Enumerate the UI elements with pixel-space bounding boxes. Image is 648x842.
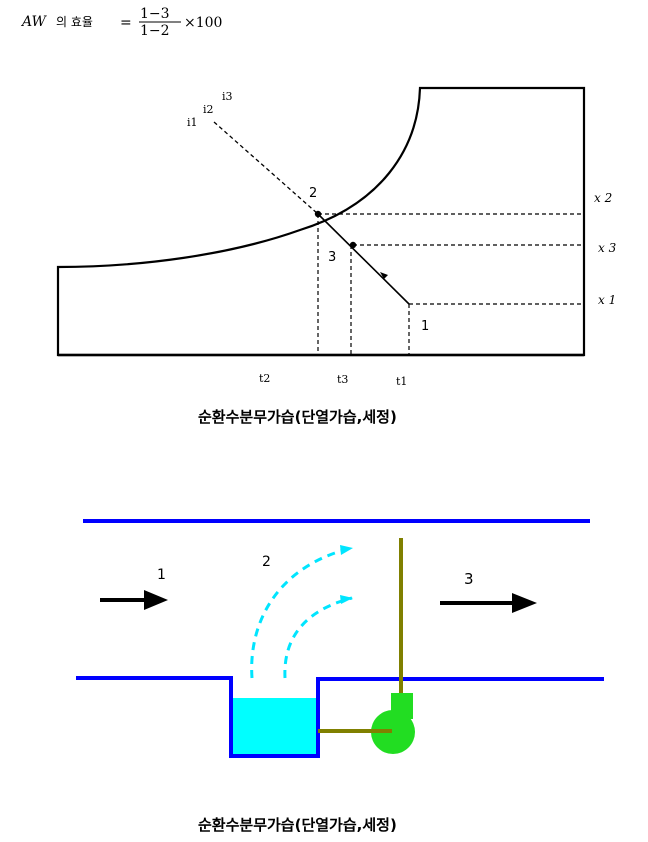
spray-arrow-inner	[340, 595, 353, 604]
formula-denominator: 1−2	[140, 23, 170, 39]
state-label-2: 2	[262, 554, 271, 570]
state-point-2	[314, 210, 322, 218]
humidity-label-x3: x 3	[598, 241, 617, 255]
process-line	[317, 213, 410, 305]
process-arrow-head	[380, 272, 388, 279]
pump-body	[371, 710, 415, 754]
spray-stream-outer	[250, 546, 353, 679]
formula-lhs-text: 의 효율	[56, 15, 93, 29]
enthalpy-label-i2: i2	[203, 103, 214, 116]
state-label-3: 3	[464, 570, 474, 588]
state-label-1: 1	[157, 567, 166, 583]
spray-stream-inner	[283, 596, 353, 679]
temp-label-t3: t3	[337, 373, 348, 386]
point-label-3: 3	[328, 250, 336, 265]
formula-equals: =	[120, 15, 132, 31]
point-label-1: 1	[421, 319, 429, 334]
efficiency-formula: AW 의 효율 = 1−3 1−2 ×100	[20, 6, 222, 39]
sump-water	[233, 698, 316, 754]
chart-caption-2: 순환수분무가습(단열가습,세정)	[198, 816, 397, 834]
formula-tail: ×100	[184, 15, 222, 31]
enthalpy-label-i1: i1	[187, 116, 198, 129]
spray-washer-schematic: 1 2 3	[76, 519, 604, 758]
humidity-label-x2: x 2	[594, 191, 612, 205]
chart-outline	[56, 86, 586, 357]
humidity-label-x1: x 1	[598, 293, 616, 307]
inlet-arrow-head	[144, 590, 168, 610]
psychrometric-chart: 2 3 1 i1 i2 i3 t2 t3 t1 x 2 x 3 x 1	[56, 86, 617, 388]
outlet-arrow-head	[512, 593, 537, 613]
enthalpy-line	[213, 121, 319, 215]
point-label-2: 2	[309, 186, 317, 201]
temp-label-t2: t2	[259, 372, 270, 385]
state-point-3	[349, 241, 357, 249]
enthalpy-label-i3: i3	[222, 90, 233, 103]
temp-label-t1: t1	[396, 375, 407, 388]
chart-caption-1: 순환수분무가습(단열가습,세정)	[198, 408, 397, 426]
formula-lhs-italic: AW	[20, 14, 48, 30]
spray-arrow-outer	[340, 545, 353, 555]
duct-bottom-wall	[76, 676, 604, 758]
formula-numerator: 1−3	[140, 6, 170, 22]
